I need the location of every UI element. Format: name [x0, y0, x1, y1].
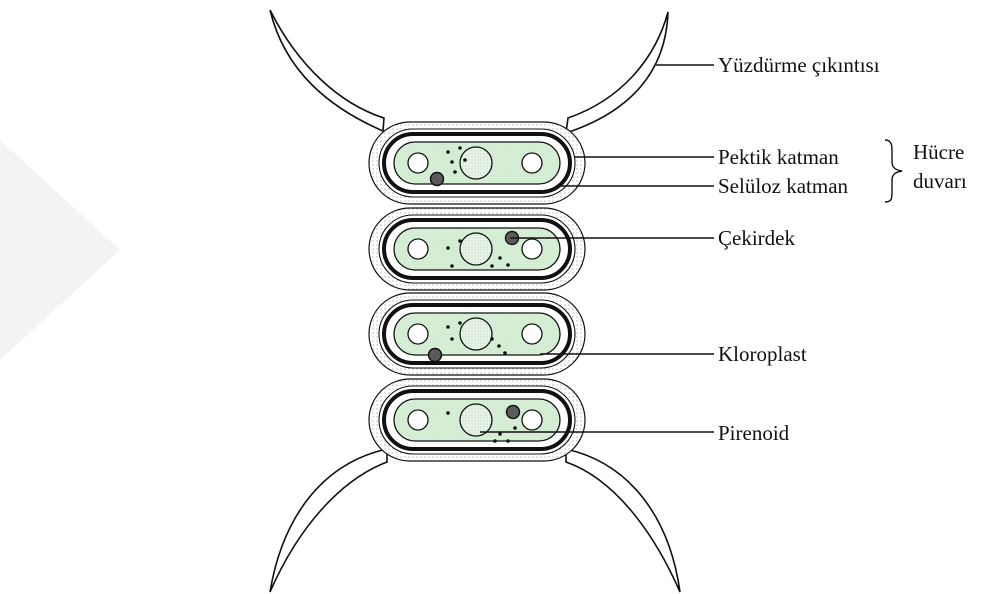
label-chloroplast: Kloroplast	[718, 342, 807, 366]
granule	[458, 146, 462, 150]
granule	[453, 170, 457, 174]
granule	[506, 263, 510, 267]
pyrenoid-icon	[460, 318, 492, 350]
vacuole-icon	[522, 239, 542, 259]
spine-bottom-right	[566, 449, 680, 592]
granule	[513, 426, 517, 430]
granule	[446, 325, 450, 329]
granule	[446, 150, 450, 154]
vacuole-icon	[522, 153, 542, 173]
label-floating-spine: Yüzdürme çıkıntısı	[718, 53, 880, 77]
cell-4	[369, 379, 585, 461]
nucleus-icon	[507, 406, 520, 419]
label-pectic-layer: Pektik katman	[718, 145, 839, 169]
watermark-shape	[0, 140, 120, 360]
vacuole-icon	[522, 324, 542, 344]
granule	[458, 321, 462, 325]
cell-1	[369, 122, 585, 204]
pyrenoid-icon	[460, 404, 492, 436]
spine-top-right	[566, 12, 668, 133]
vacuole-icon	[408, 239, 428, 259]
nucleus-icon	[429, 349, 442, 362]
label-cellulose-layer: Selüloz katman	[718, 174, 849, 198]
granule	[490, 264, 494, 268]
vacuole-icon	[522, 410, 542, 430]
granule	[503, 351, 507, 355]
label-pyrenoid: Pirenoid	[718, 421, 790, 445]
brace-icon	[885, 140, 902, 202]
granule	[506, 439, 510, 443]
granule	[497, 344, 501, 348]
granule	[450, 264, 454, 268]
cells-group	[369, 122, 585, 461]
granule	[498, 432, 502, 436]
label-cell-wall-line2: duvarı	[913, 169, 967, 193]
pyrenoid-icon	[460, 147, 492, 179]
granule	[493, 439, 497, 443]
granule	[490, 337, 494, 341]
granule	[458, 239, 462, 243]
granule	[498, 256, 502, 260]
cell-3	[369, 293, 585, 375]
vacuole-icon	[408, 153, 428, 173]
granule	[463, 158, 467, 162]
nucleus-icon	[431, 173, 444, 186]
granule	[446, 246, 450, 250]
granule	[450, 160, 454, 164]
vacuole-icon	[408, 324, 428, 344]
granule	[446, 411, 450, 415]
vacuole-icon	[408, 410, 428, 430]
cell-2	[369, 208, 585, 290]
spine-bottom-left	[270, 449, 387, 592]
label-nucleus: Çekirdek	[718, 226, 795, 250]
granule	[450, 337, 454, 341]
spine-top-left	[270, 10, 384, 131]
label-cell-wall-line1: Hücre	[913, 140, 964, 164]
pyrenoid-icon	[460, 233, 492, 265]
